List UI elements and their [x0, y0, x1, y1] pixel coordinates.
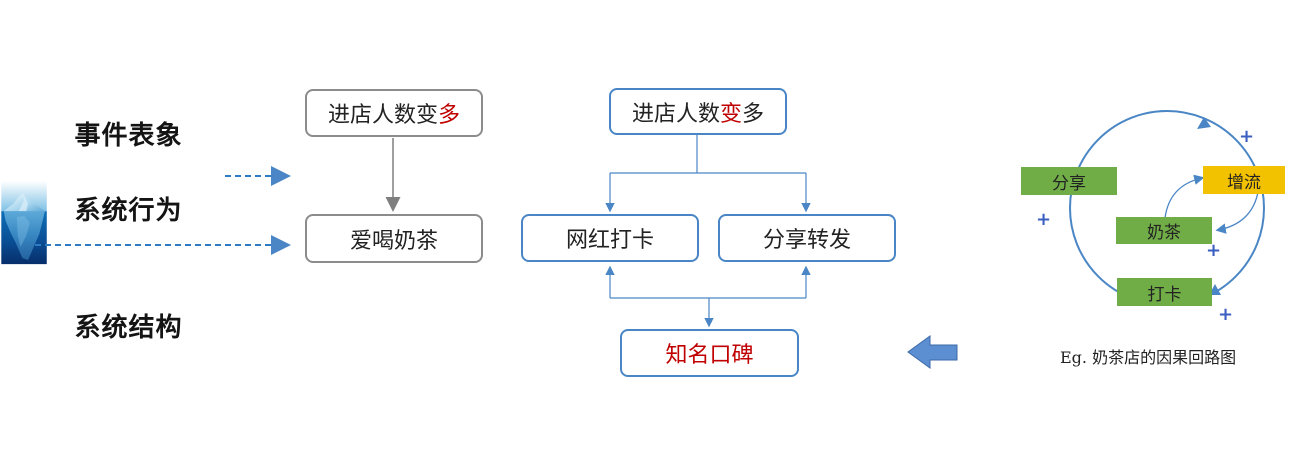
box-visitors-increase-left: 进店人数变多	[305, 89, 483, 137]
box-text-a: 进店人数	[631, 101, 720, 127]
box-visitors-increase-mid: 进店人数变多	[609, 88, 787, 135]
box-text: 进店人数变	[327, 103, 438, 128]
iceberg-label-structure: 系统结构	[74, 313, 183, 343]
plus-sign: +	[1218, 304, 1234, 325]
iceberg-image	[1, 180, 47, 265]
plus-sign: +	[1206, 240, 1222, 261]
box-reputation: 知名口碑	[620, 329, 799, 377]
inner-arc-milktea-to-increase	[1164, 174, 1205, 219]
plus-sign: +	[1036, 209, 1052, 230]
box-love-milktea: 爱喝奶茶	[305, 214, 483, 263]
box-text-b: 多	[742, 101, 765, 127]
loop-node-milktea: 奶茶	[1116, 217, 1212, 244]
loop-caption: Eg. 奶茶店的因果回路图	[1060, 348, 1237, 367]
loop-triangle-bottom	[1209, 284, 1221, 295]
loop-node-checkin: 打卡	[1117, 278, 1212, 306]
big-left-arrow	[907, 335, 958, 369]
box-share-forward: 分享转发	[718, 214, 896, 262]
loop-node-share: 分享	[1021, 167, 1117, 195]
plus-sign: +	[1239, 126, 1255, 147]
iceberg-label-events: 事件表象	[74, 121, 183, 151]
box-highlight: 变	[719, 101, 742, 127]
box-checkin: 网红打卡	[521, 214, 699, 262]
iceberg-label-behavior: 系统行为	[74, 196, 183, 226]
loop-triangle-top	[1197, 117, 1211, 129]
box-highlight: 多	[438, 103, 461, 128]
inner-arc-increase-to-milktea	[1215, 191, 1259, 234]
loop-node-increase: 增流	[1203, 166, 1285, 194]
